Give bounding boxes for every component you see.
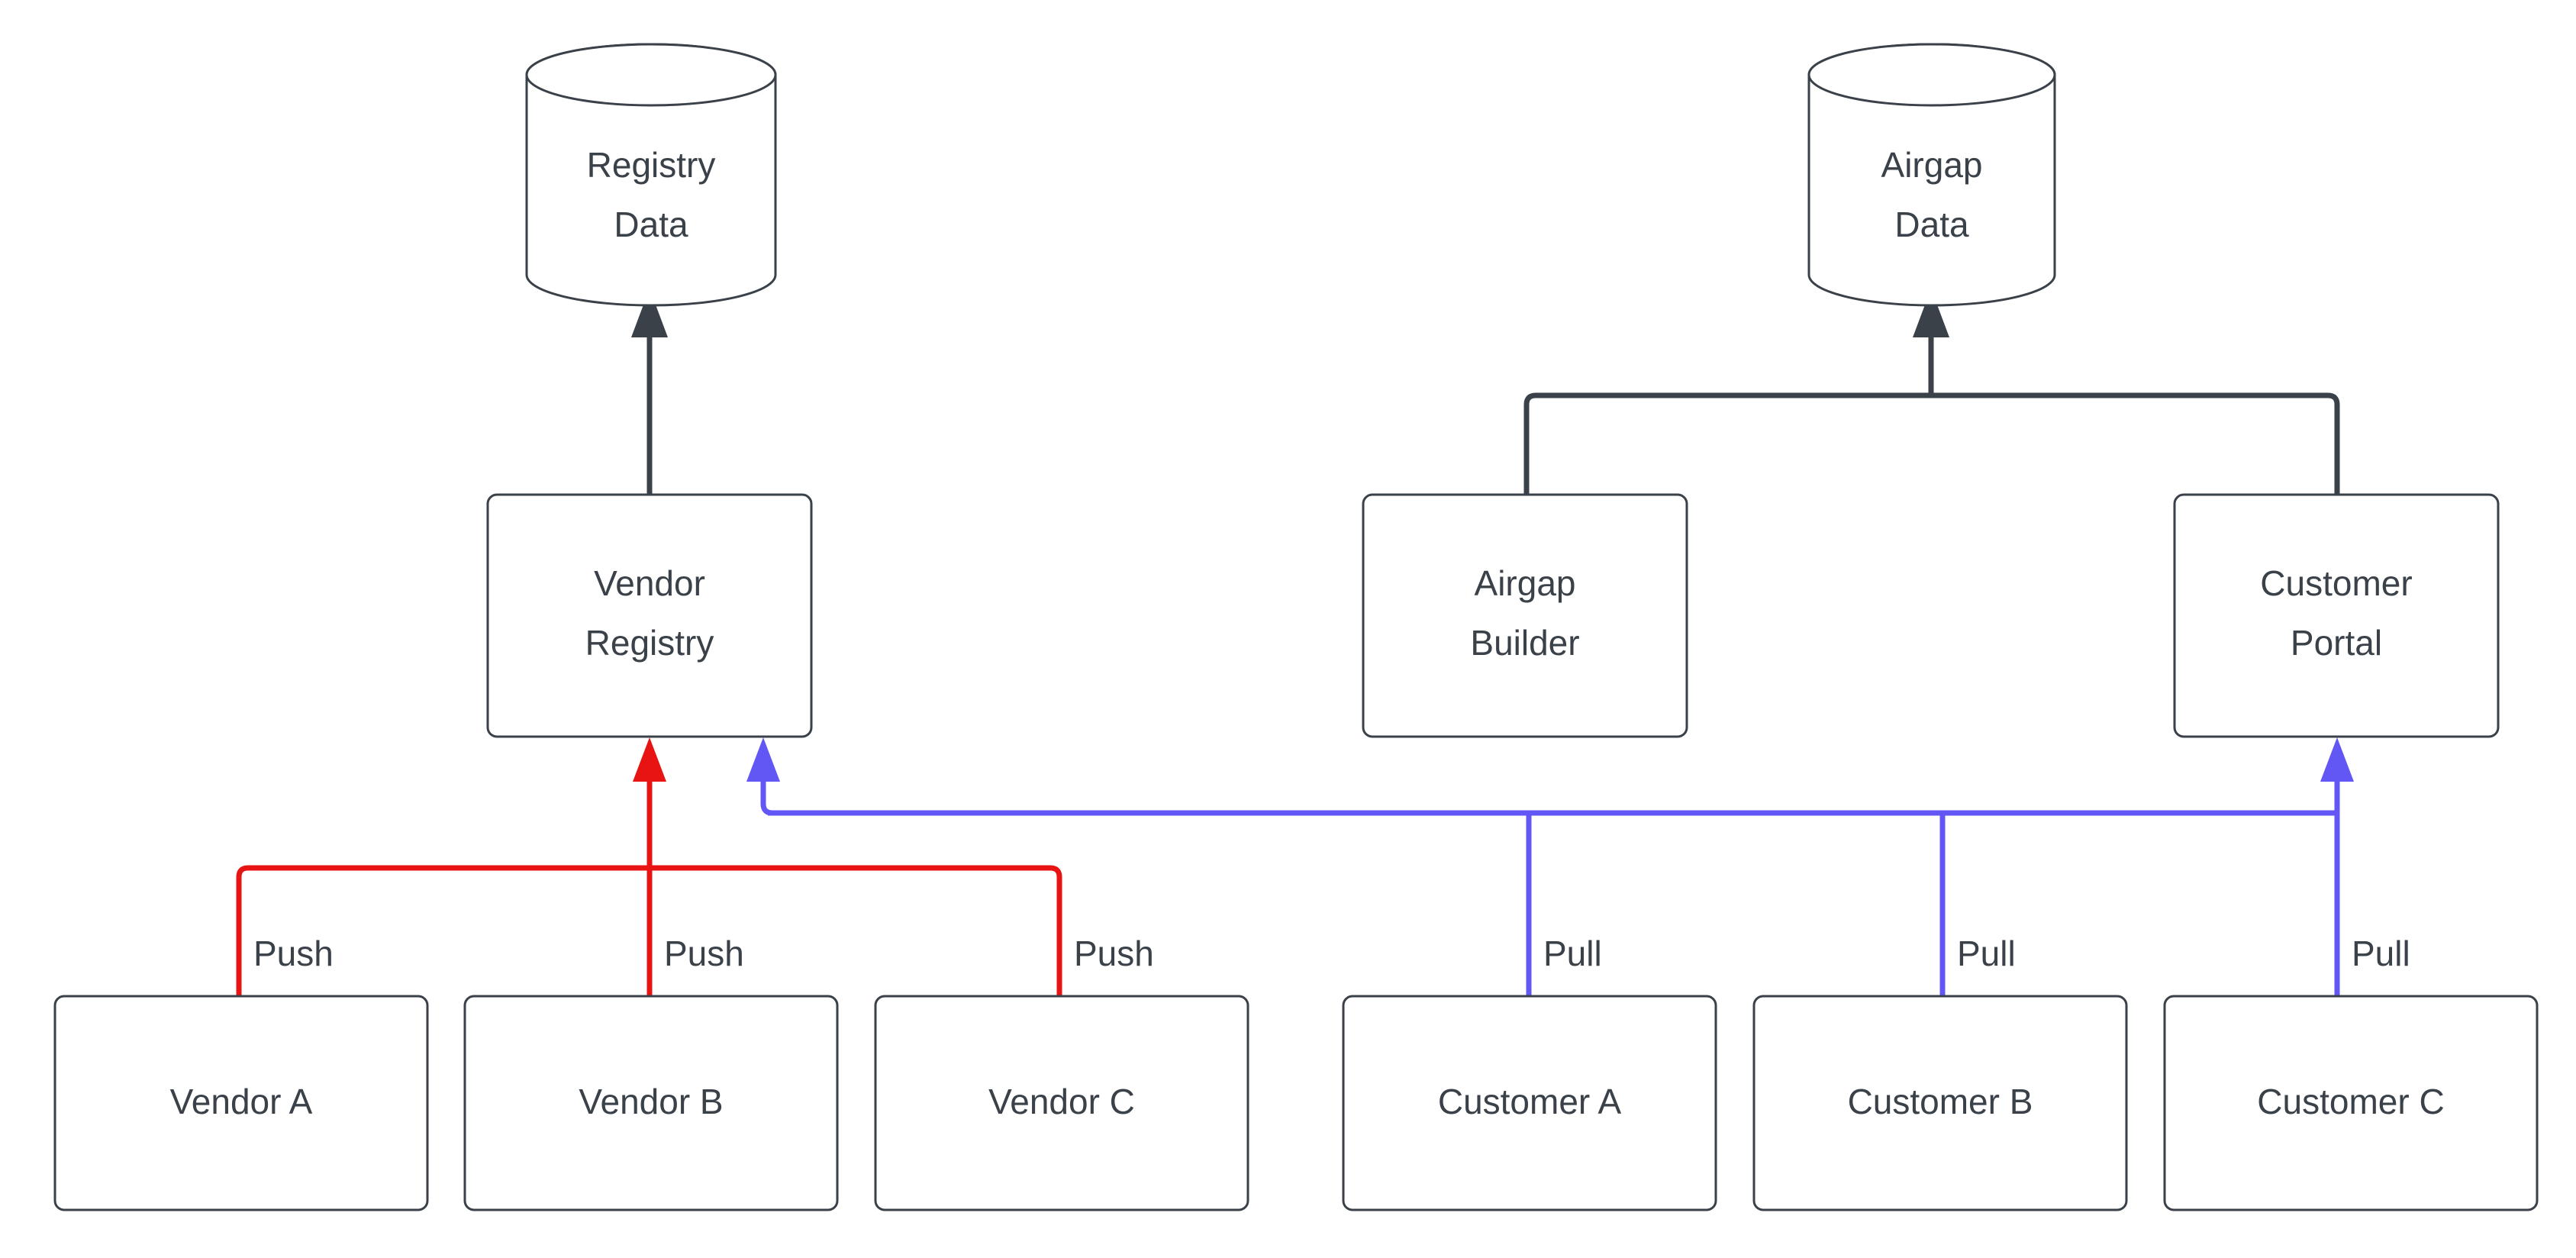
edge-airgap-builder-to-airgap-data: [1523, 392, 1931, 495]
service-customer-portal-line2: Portal: [2291, 623, 2382, 663]
arrowhead-up-icon: [631, 289, 668, 337]
datastore-registry-data-line1: Registry: [587, 145, 716, 185]
datastore-airgap-data-line2: Data: [1894, 205, 1969, 244]
edge-customer-c-pull: [2320, 737, 2354, 996]
datastore-airgap-data[interactable]: Airgap Data: [1807, 43, 2056, 307]
service-vendor-registry[interactable]: Vendor Registry: [486, 493, 813, 738]
edge-label-pull-customer-c: Pull: [2352, 934, 2410, 973]
service-vendor-registry-line2: Registry: [585, 623, 714, 663]
edge-airgap-trunk-to-airgap-data: [1913, 289, 1949, 395]
actor-customer-b[interactable]: Customer B: [1752, 995, 2128, 1211]
edge-customer-portal-to-airgap-data: [1931, 392, 2340, 495]
edge-vendor-c-push: [650, 865, 1062, 996]
actor-customer-a-label: Customer A: [1438, 1082, 1622, 1121]
actor-customer-b-label: Customer B: [1848, 1082, 2033, 1121]
service-customer-portal-line1: Customer: [2260, 563, 2412, 603]
edge-label-push-vendor-b: Push: [664, 934, 744, 973]
actor-vendor-c[interactable]: Vendor C: [874, 995, 1249, 1211]
actor-customer-a[interactable]: Customer A: [1342, 995, 1717, 1211]
service-vendor-registry-line1: Vendor: [594, 563, 705, 603]
actor-vendor-b-label: Vendor B: [579, 1082, 723, 1121]
edge-label-push-vendor-c: Push: [1074, 934, 1154, 973]
datastore-registry-data[interactable]: Registry Data: [525, 43, 777, 307]
datastore-registry-data-line2: Data: [614, 205, 688, 244]
service-airgap-builder[interactable]: Airgap Builder: [1362, 493, 1688, 738]
arrowhead-up-icon: [1913, 289, 1949, 337]
datastore-airgap-data-line1: Airgap: [1881, 145, 1983, 185]
service-airgap-builder-line2: Builder: [1470, 623, 1579, 663]
arrowhead-up-icon: [2320, 737, 2354, 782]
arrowhead-up-icon: [633, 737, 666, 782]
actor-vendor-b[interactable]: Vendor B: [463, 995, 839, 1211]
edge-label-pull-customer-a: Pull: [1543, 934, 1602, 973]
actor-customer-c[interactable]: Customer C: [2163, 995, 2539, 1211]
actor-vendor-c-label: Vendor C: [988, 1082, 1135, 1121]
edge-vendor-registry-to-registry-data: [631, 289, 668, 495]
actor-vendor-a[interactable]: Vendor A: [53, 995, 429, 1211]
service-customer-portal[interactable]: Customer Portal: [2173, 493, 2500, 738]
edge-push-trunk: [633, 737, 666, 868]
edge-pull-trunk-to-vendor-registry: [746, 737, 780, 816]
edge-vendor-a-push: [236, 865, 650, 996]
edge-label-pull-customer-b: Pull: [1957, 934, 2016, 973]
service-airgap-builder-line1: Airgap: [1475, 563, 1576, 603]
arrowhead-up-icon: [746, 737, 780, 782]
actor-vendor-a-label: Vendor A: [170, 1082, 313, 1121]
edge-label-push-vendor-a: Push: [253, 934, 334, 973]
actor-customer-c-label: Customer C: [2257, 1082, 2444, 1121]
